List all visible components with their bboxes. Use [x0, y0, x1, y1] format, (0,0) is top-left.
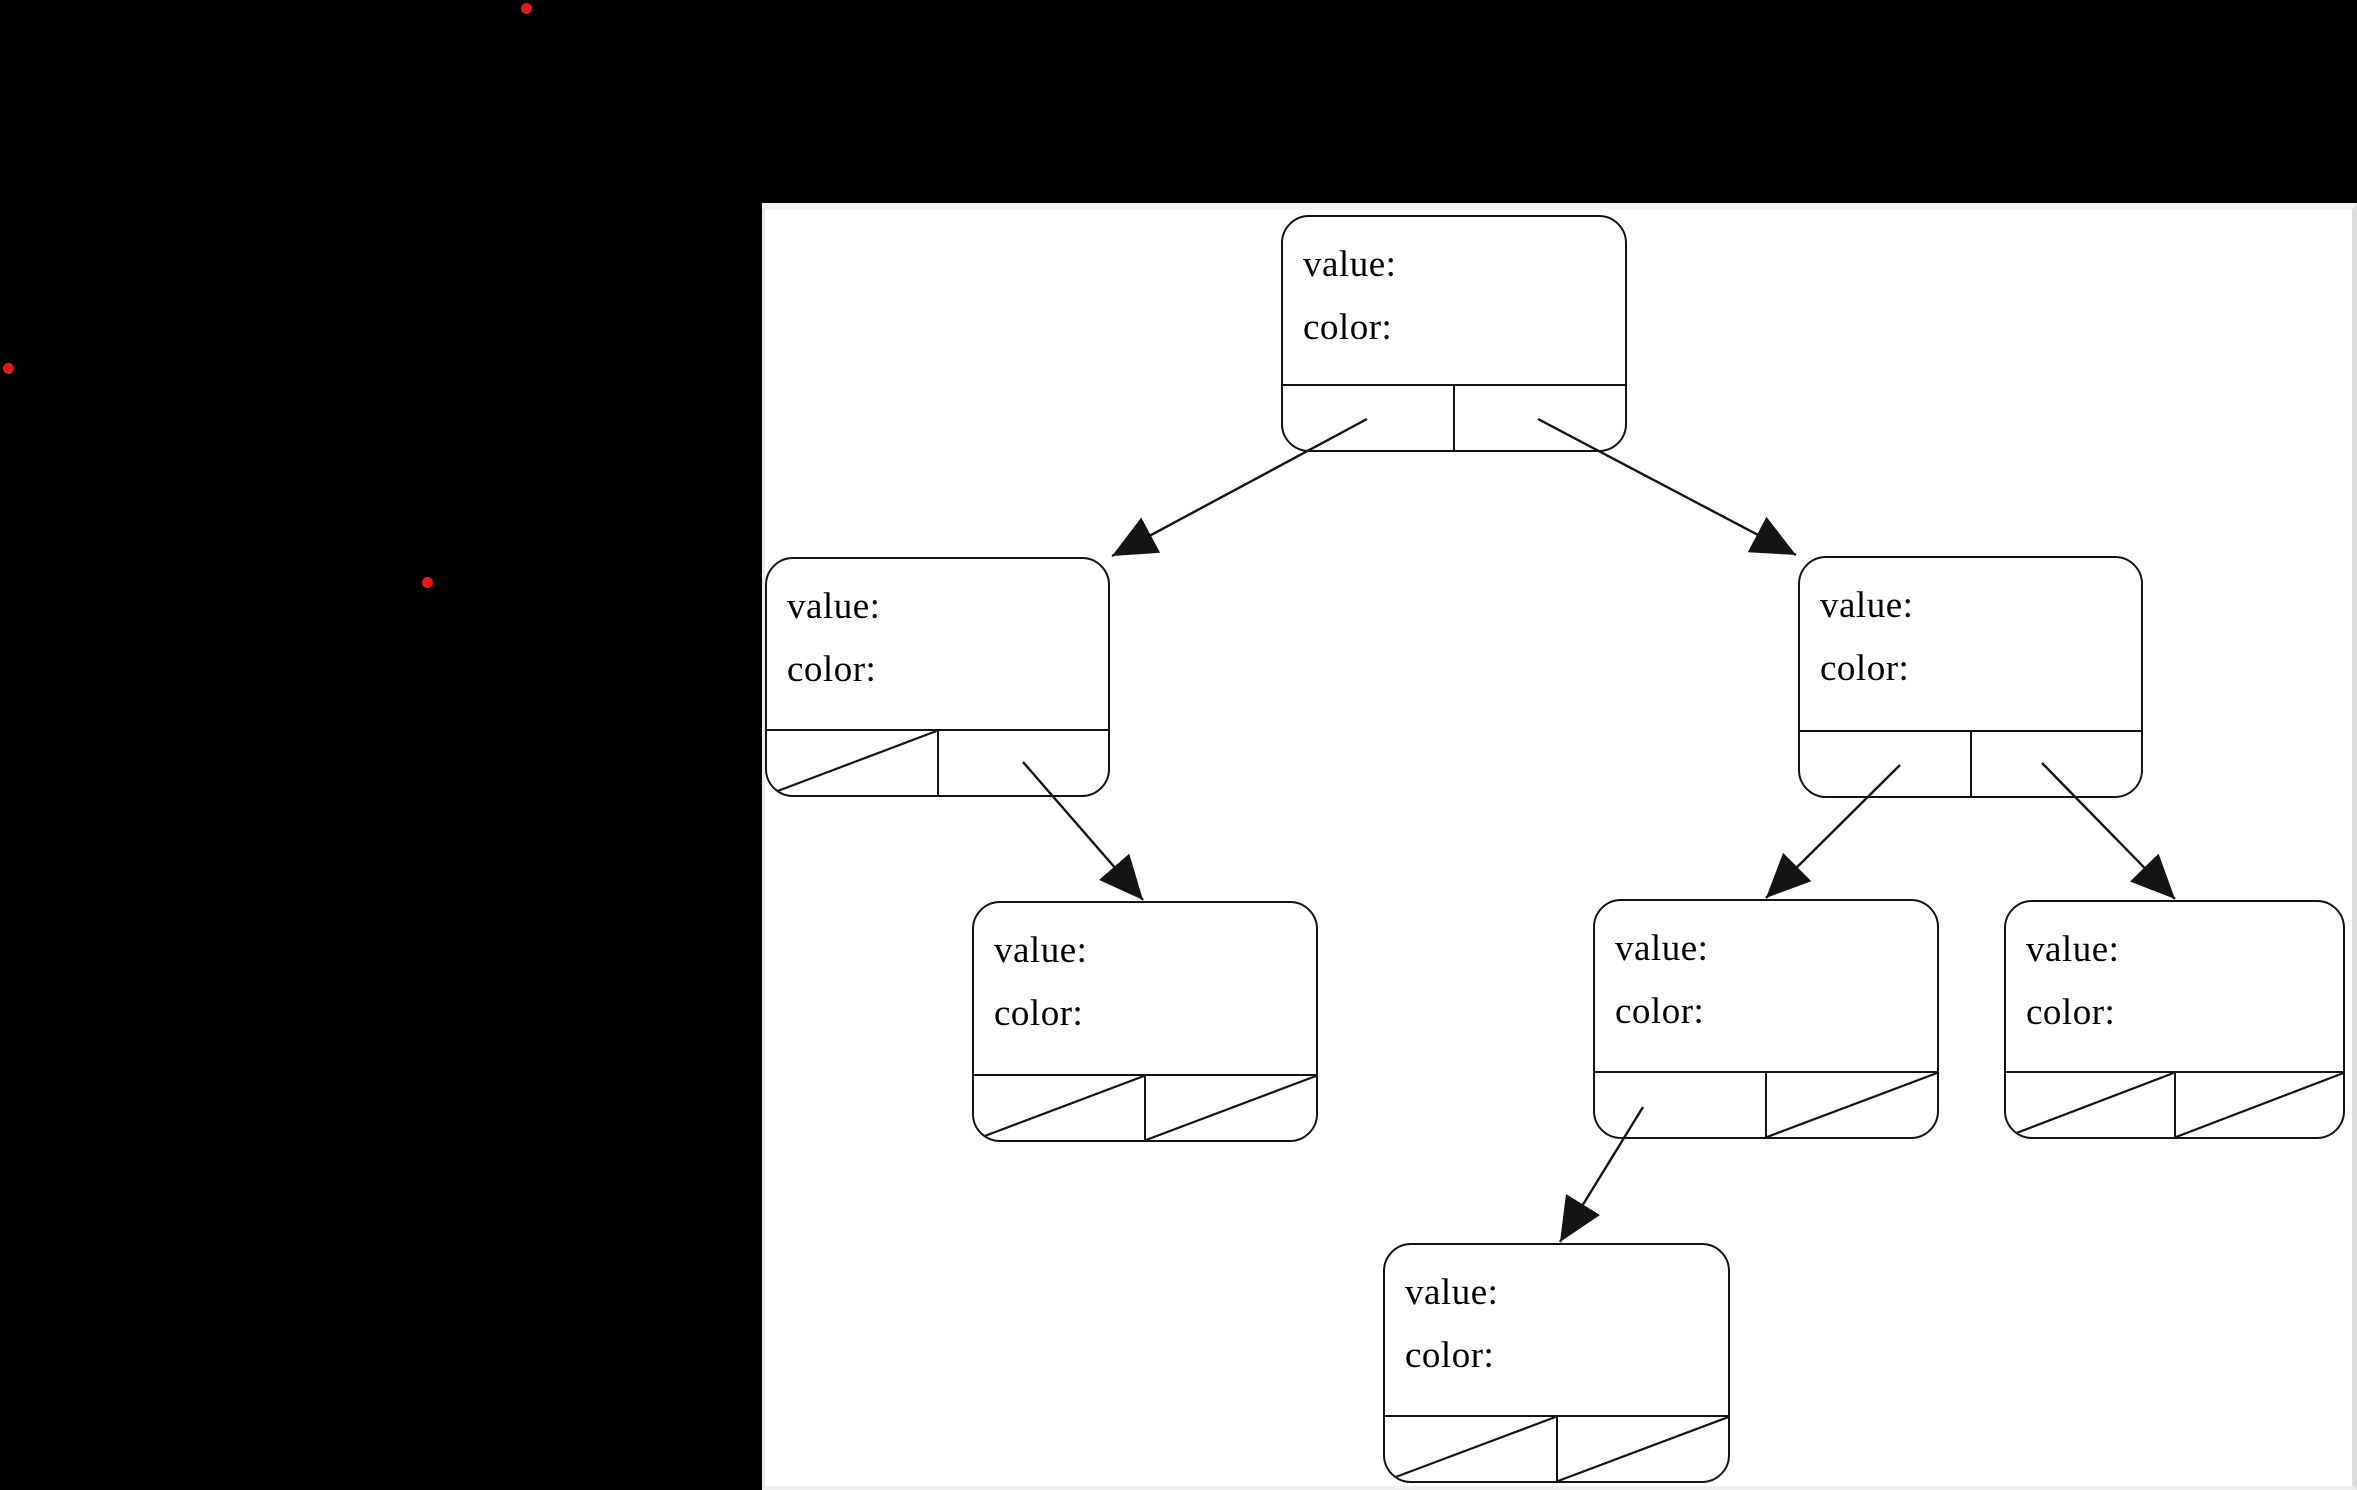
node-field-labels: value: color:	[994, 919, 1087, 1045]
right-pointer-cell	[1455, 386, 1625, 450]
right-pointer-cell	[1972, 732, 2142, 796]
pointer-row	[1595, 1071, 1937, 1137]
value-field-label: value:	[994, 930, 1088, 971]
root-node: value: color:	[1281, 215, 1627, 452]
color-field-label: color:	[1405, 1335, 1495, 1376]
left-pointer-cell	[2006, 1073, 2176, 1137]
color-field-label: color:	[1303, 307, 1393, 348]
right-pointer-cell	[939, 731, 1109, 795]
pointer-row	[1385, 1415, 1728, 1481]
left-child-node: value: color:	[765, 557, 1110, 797]
node-field-labels: value: color:	[1303, 233, 1396, 359]
left-pointer-cell	[1595, 1073, 1767, 1137]
left-pointer-cell	[1385, 1417, 1558, 1481]
right-pointer-cell	[1558, 1417, 1729, 1481]
left-pointer-cell	[1283, 386, 1455, 450]
right-pointer-cell	[2176, 1073, 2344, 1137]
null-pointer-slash-icon	[1767, 1073, 1937, 1137]
node-field-labels: value: color:	[787, 575, 880, 701]
pointer-row	[974, 1074, 1316, 1140]
right-pointer-cell	[1146, 1076, 1316, 1140]
null-pointer-slash-icon	[1385, 1417, 1556, 1481]
color-field-label: color:	[994, 993, 1084, 1034]
node-field-labels: value: color:	[1405, 1261, 1498, 1387]
null-pointer-slash-icon	[2176, 1073, 2344, 1137]
pointer-row	[1283, 384, 1625, 450]
color-field-label: color:	[1615, 991, 1705, 1032]
node-field-labels: value: color:	[1820, 574, 1913, 700]
pointer-row	[2006, 1071, 2343, 1137]
node-field-labels: value: color:	[2026, 918, 2119, 1044]
null-pointer-slash-icon	[1146, 1076, 1316, 1140]
null-pointer-slash-icon	[974, 1076, 1144, 1140]
value-field-label: value:	[787, 586, 881, 627]
null-pointer-slash-icon	[767, 731, 937, 795]
value-field-label: value:	[1405, 1272, 1499, 1313]
value-field-label: value:	[1303, 244, 1397, 285]
great-grandchild-node: value: color:	[1383, 1243, 1730, 1483]
red-dot	[421, 576, 433, 588]
color-field-label: color:	[787, 649, 877, 690]
red-dot	[2, 362, 14, 374]
left-right-grandchild-node: value: color:	[972, 901, 1318, 1142]
value-field-label: value:	[2026, 929, 2120, 970]
left-pointer-cell	[767, 731, 939, 795]
right-pointer-cell	[1767, 1073, 1937, 1137]
pointer-row	[767, 729, 1108, 795]
value-field-label: value:	[1615, 928, 1709, 969]
color-field-label: color:	[2026, 992, 2116, 1033]
left-pointer-cell	[1800, 732, 1972, 796]
red-dot	[520, 2, 532, 14]
pointer-row	[1800, 730, 2141, 796]
right-child-node: value: color:	[1798, 556, 2143, 798]
right-left-grandchild-node: value: color:	[1593, 899, 1939, 1139]
right-right-grandchild-node: value: color:	[2004, 900, 2345, 1139]
null-pointer-slash-icon	[2006, 1073, 2174, 1137]
left-pointer-cell	[974, 1076, 1146, 1140]
value-field-label: value:	[1820, 585, 1914, 626]
node-field-labels: value: color:	[1615, 917, 1708, 1043]
null-pointer-slash-icon	[1558, 1417, 1729, 1481]
color-field-label: color:	[1820, 648, 1910, 689]
